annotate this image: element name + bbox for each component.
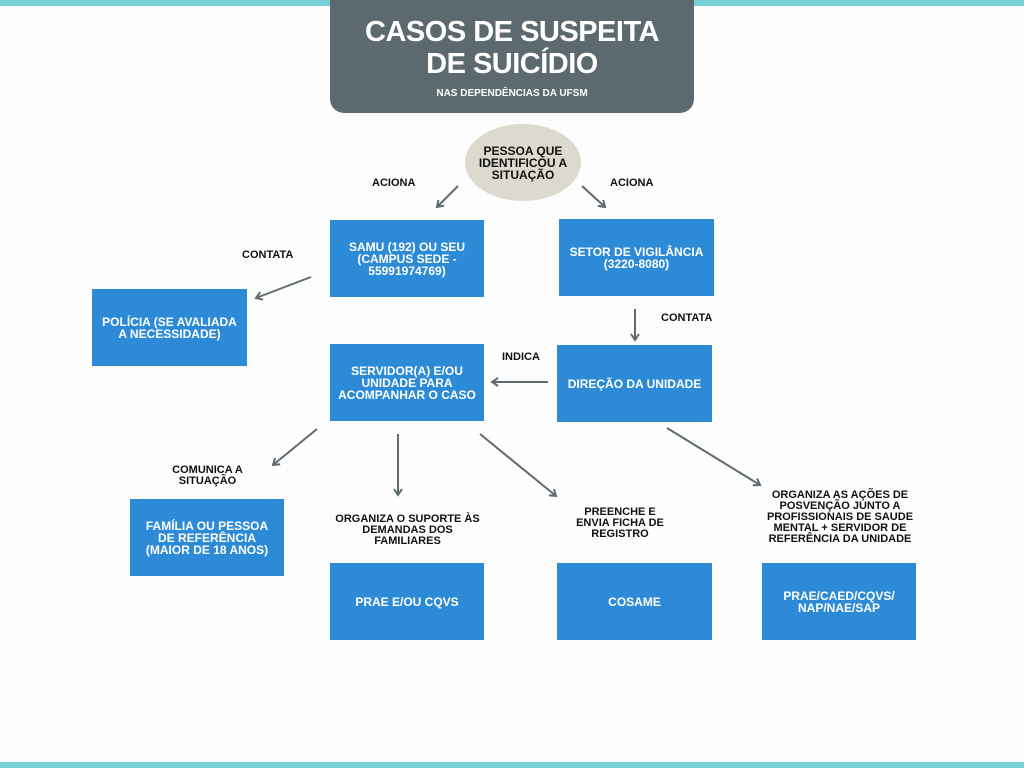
label-aciona-right: ACIONA [610, 177, 654, 189]
label-contata-policia: CONTATA [242, 249, 294, 261]
bottom-stripe [0, 762, 1024, 768]
arrow-direcao-to-multi [666, 427, 762, 487]
label-preenche: PREENCHE E ENVIA FICHA DE REGISTRO [576, 506, 664, 540]
label-comunica: COMUNICA A SITUAÇÃO [172, 464, 243, 487]
node-prae-multi: PRAE/CAED/CQVS/ NAP/NAE/SAP [762, 563, 916, 640]
title-line-1: CASOS DE SUSPEITA [365, 16, 659, 48]
node-servidor: SERVIDOR(A) E/OU UNIDADE PARA ACOMPANHAR… [330, 344, 484, 421]
node-vigilancia: SETOR DE VIGILÂNCIA (3220-8080) [559, 219, 714, 296]
label-organiza-suporte: ORGANIZA O SUPORTE ÀS DEMANDAS DOS FAMIL… [335, 513, 480, 547]
title-line-2: DE SUICÍDIO [426, 48, 598, 80]
arrow-servidor-to-familia [271, 428, 318, 467]
title-banner: CASOS DE SUSPEITA DE SUICÍDIO NAS DEPEND… [330, 0, 694, 113]
arrow-servidor-to-cosame [479, 433, 558, 498]
node-start: PESSOA QUE IDENTIFICOU A SITUAÇÃO [465, 124, 581, 201]
node-samu: SAMU (192) OU SEU (CAMPUS SEDE - 5599197… [330, 220, 484, 297]
arrow-samu-to-policia [254, 276, 312, 301]
node-direcao: DIREÇÃO DA UNIDADE [557, 345, 712, 422]
node-policia: POLÍCIA (SE AVALIADA A NECESSIDADE) [92, 289, 247, 366]
arrow-start-to-samu [435, 185, 459, 209]
label-organiza-acoes: ORGANIZA AS AÇÕES DE POSVENÇÃO JUNTO A P… [766, 489, 914, 545]
label-aciona-left: ACIONA [372, 177, 416, 189]
node-cosame: COSAME [557, 563, 712, 640]
page-title: CASOS DE SUSPEITA DE SUICÍDIO [330, 16, 694, 80]
label-contata-direcao: CONTATA [661, 312, 713, 324]
node-familia: FAMÍLIA OU PESSOA DE REFERÊNCIA (MAIOR D… [130, 499, 284, 576]
page-subtitle: NAS DEPENDÊNCIAS DA UFSM [436, 88, 588, 99]
node-prae-cqvs: PRAE E/OU CQVS [330, 563, 484, 640]
label-indica: INDICA [502, 351, 540, 363]
arrow-start-to-vigilancia [581, 185, 607, 209]
